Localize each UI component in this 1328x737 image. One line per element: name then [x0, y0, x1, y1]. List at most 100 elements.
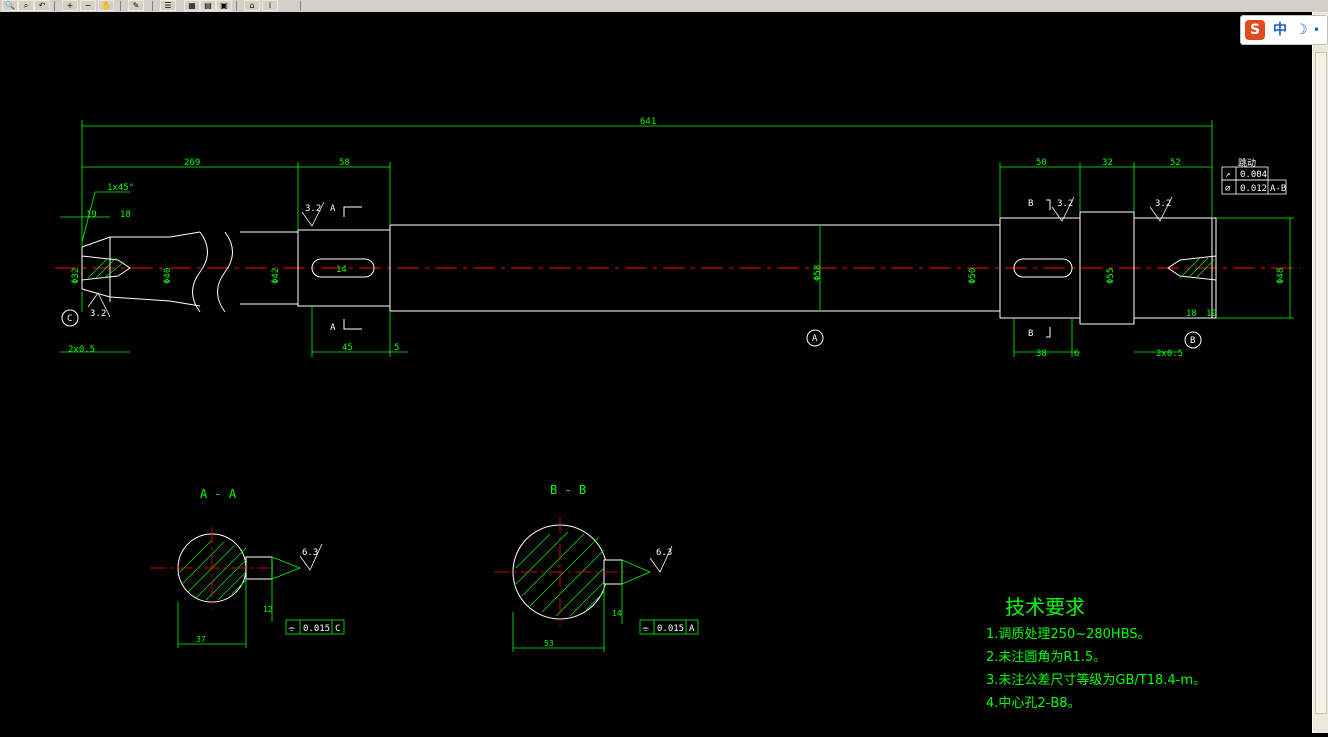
dim-right-a: 50 — [1036, 158, 1047, 168]
roughness-symbols — [87, 196, 1173, 318]
section-bb-width: 14 — [612, 609, 622, 618]
datum-c: C — [67, 314, 72, 324]
section-mark-b2: B — [1028, 329, 1033, 339]
zoom-window-button[interactable]: ⌕ — [18, 0, 34, 11]
dim-r-19: 19 — [1206, 309, 1217, 319]
zoom-out-icon: − — [84, 1, 92, 10]
tolerance-row1-symbol: ↗ — [1225, 170, 1230, 180]
roughness-1: 3.2 — [305, 204, 321, 214]
dim-left-19: 19 — [86, 210, 97, 220]
design-center-icon: ▦ — [188, 1, 196, 10]
toolbar-separator — [120, 1, 121, 11]
zoom-realtime-icon: 🔍 — [5, 1, 15, 10]
zoom-previous-icon: ↶ — [38, 1, 46, 10]
section-aa-title: A - A — [200, 487, 237, 501]
toolbar-separator — [300, 1, 301, 11]
toolbar-separator — [54, 1, 55, 11]
dim-bottom-6: 6 — [1074, 349, 1079, 359]
dim-right-c: 52 — [1170, 158, 1181, 168]
section-aa-tol-symbol: ⌯ — [288, 624, 296, 634]
ime-logo-icon[interactable]: S — [1245, 20, 1265, 40]
section-mark-b1: B — [1028, 199, 1033, 209]
tolerance-row2-symbol: ⌀ — [1225, 184, 1231, 194]
dim-chamfer-45: 1x45° — [107, 183, 134, 193]
dim-dia-c: Φ55 — [1106, 268, 1116, 284]
dim-keyway-length: 58 — [339, 158, 350, 168]
dim-dia-f: Φ32 — [71, 268, 81, 284]
markup-button[interactable]: ⌂ — [244, 0, 260, 11]
zoom-in-button[interactable]: + — [62, 0, 78, 11]
datum-b: B — [1190, 336, 1195, 346]
ime-toolbar[interactable]: S 中 ☽ • — [1240, 15, 1328, 45]
tech-req-line1: 1.调质处理250~280HBS。 — [986, 627, 1151, 642]
zoom-previous-button[interactable]: ↶ — [34, 0, 50, 11]
dim-left-18: 18 — [120, 210, 131, 220]
dim-chamfer-left: 2x0.5 — [68, 345, 95, 355]
section-aa-depth: 37 — [196, 635, 206, 644]
tolerance-frame — [1221, 166, 1287, 195]
section-aa-width: 12 — [263, 605, 273, 614]
dim-dia-mid: Φ58 — [813, 265, 823, 281]
layers-icon: ☰ — [164, 1, 172, 10]
tech-req-line3: 3.未注公差尺寸等级为GB/T18.4-m。 — [986, 672, 1206, 688]
dim-chamfer-right: 2x0.5 — [1156, 349, 1183, 359]
tech-req-line2: 2.未注圆角为R1.5。 — [986, 650, 1106, 665]
design-center-button[interactable]: ▦ — [184, 0, 200, 11]
section-aa-geometry — [150, 527, 345, 648]
datum-a: A — [812, 334, 818, 344]
zoom-out-button[interactable]: − — [80, 0, 96, 11]
tolerance-row2-value: 0.012 — [1240, 184, 1267, 194]
section-mark-a2: A — [330, 323, 336, 333]
section-bb-depth: 53 — [544, 639, 554, 648]
section-mark-a1: A — [330, 204, 336, 214]
keyway-slots — [311, 258, 1073, 278]
properties-icon: ✎ — [132, 1, 140, 10]
toolbar-separator — [152, 1, 153, 11]
sheet-set-icon: ▣ — [220, 1, 228, 10]
dim-dia-e: Φ40 — [163, 268, 173, 284]
zoom-realtime-button[interactable]: 🔍 — [2, 0, 18, 11]
dim-overall: 641 — [640, 117, 656, 127]
dim-bottom-5: 5 — [394, 343, 399, 353]
ime-punctuation-icon[interactable]: • — [1313, 23, 1321, 37]
roughness-2: 3.2 — [1057, 199, 1073, 209]
dim-right-b: 32 — [1102, 158, 1113, 168]
roughness-3: 3.2 — [1155, 199, 1171, 209]
tolerance-row1-value: 0.004 — [1240, 170, 1267, 180]
zoom-in-icon: + — [66, 1, 74, 10]
dim-r-18: 18 — [1186, 309, 1197, 319]
help-button[interactable]: i — [262, 0, 278, 11]
ime-halfwidth-icon[interactable]: ☽ — [1295, 22, 1308, 38]
dim-dia-b: Φ50 — [968, 268, 978, 284]
datum-circles — [61, 309, 1202, 349]
help-icon: i — [268, 1, 272, 10]
dim-bottom-45: 45 — [342, 343, 353, 353]
center-hole-hatch — [87, 257, 1215, 279]
tolerance-row2-ref: A-B — [1270, 184, 1286, 194]
dim-dia-a: Φ42 — [271, 268, 281, 284]
section-bb-tol-symbol: ⌯ — [642, 624, 650, 634]
vertical-scrollbar[interactable] — [1312, 12, 1328, 733]
dimension-lines — [60, 120, 1294, 357]
tool-palette-icon: ▤ — [204, 1, 212, 10]
section-bb-roughness: 6.3 — [656, 548, 672, 558]
properties-button[interactable]: ✎ — [128, 0, 144, 11]
section-cut-marks — [343, 199, 1051, 338]
section-aa-tol-ref: C — [335, 624, 340, 634]
section-bb-geometry — [494, 517, 699, 652]
dim-bottom-38: 38 — [1036, 349, 1047, 359]
drawing-canvas[interactable]: 641 269 58 50 32 52 18 19 45 5 38 6 2x0.… — [0, 12, 1312, 733]
cad-toolbar: 🔍 ⌕ ↶ + −✋ ✎ ☰ ▦ ▤ ▣ ⌂ i — [0, 0, 1328, 13]
zoom-window-icon: ⌕ — [23, 1, 29, 10]
shaft-outline — [81, 211, 1217, 325]
sheet-set-button[interactable]: ▣ — [216, 0, 232, 11]
ime-language-toggle[interactable]: 中 — [1273, 22, 1287, 38]
scrollbar-track[interactable] — [1315, 52, 1327, 714]
markup-icon: ⌂ — [249, 1, 255, 10]
center-holes — [81, 255, 1217, 281]
tool-palette-button[interactable]: ▤ — [200, 0, 216, 11]
section-bb-tol-ref: A — [689, 624, 695, 634]
pan-button[interactable]: ✋ — [98, 0, 114, 11]
layers-button[interactable]: ☰ — [160, 0, 176, 11]
tech-req-line4: 4.中心孔2-B8。 — [986, 696, 1081, 711]
